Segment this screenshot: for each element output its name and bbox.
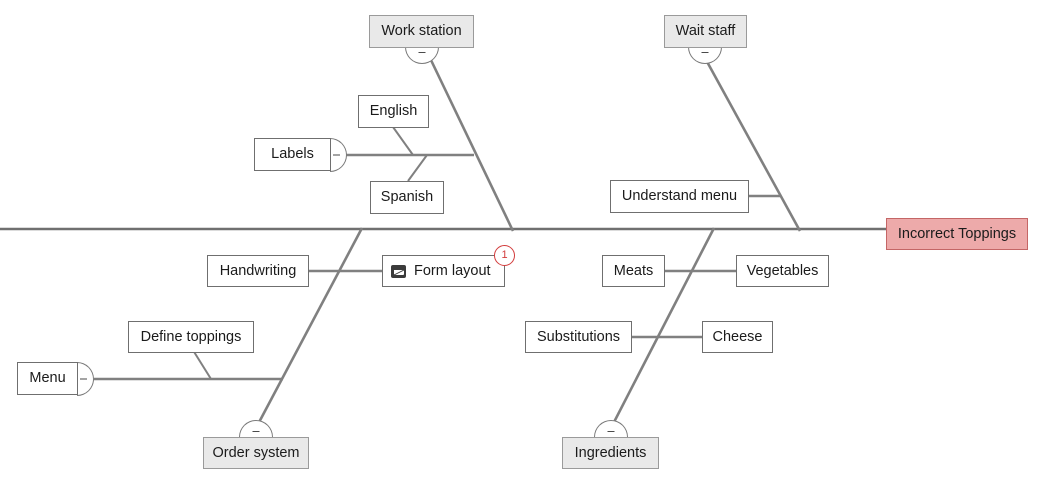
cause-node-menu[interactable]: Menu	[17, 362, 78, 395]
collapse-handle-labels[interactable]	[330, 138, 347, 172]
cause-label-spanish: Spanish	[380, 189, 434, 206]
cause-node-handwriting[interactable]: Handwriting	[207, 255, 309, 287]
category-label-work-station: Work station	[381, 23, 462, 40]
twig-english	[392, 126, 414, 156]
cause-node-define-toppings[interactable]: Define toppings	[128, 321, 254, 353]
cause-node-labels[interactable]: Labels	[254, 138, 331, 171]
cause-node-substitutions[interactable]: Substitutions	[525, 321, 632, 353]
cause-node-form-layout[interactable]: Form layout	[382, 255, 505, 287]
collapse-handle-menu[interactable]	[77, 362, 94, 396]
cause-label-labels: Labels	[271, 146, 314, 163]
minus-icon	[80, 378, 87, 380]
category-label-ingredients: Ingredients	[574, 444, 647, 461]
cause-node-spanish[interactable]: Spanish	[370, 181, 444, 214]
cause-label-meats: Meats	[613, 262, 654, 279]
comment-count-badge[interactable]: 1	[494, 245, 515, 266]
category-label-wait-staff: Wait staff	[675, 23, 736, 40]
cause-label-substitutions: Substitutions	[536, 328, 621, 345]
minus-icon	[607, 431, 615, 432]
cause-label-handwriting: Handwriting	[219, 262, 297, 279]
minus-icon	[333, 154, 340, 156]
category-node-work-station[interactable]: Work station	[369, 15, 474, 48]
effect-node-incorrect-toppings[interactable]: Incorrect Toppings	[886, 218, 1028, 250]
category-label-order-system: Order system	[212, 444, 300, 461]
collapse-handle-order-system[interactable]	[239, 420, 273, 437]
twig-spanish	[407, 154, 428, 182]
cause-label-menu: Menu	[29, 370, 66, 387]
cause-label-vegetables: Vegetables	[746, 262, 819, 279]
cause-node-vegetables[interactable]: Vegetables	[736, 255, 829, 287]
collapse-handle-ingredients[interactable]	[594, 420, 628, 437]
cause-node-english[interactable]: English	[358, 95, 429, 128]
category-node-wait-staff[interactable]: Wait staff	[664, 15, 747, 48]
category-node-ingredients[interactable]: Ingredients	[562, 437, 659, 469]
cause-node-understand-menu[interactable]: Understand menu	[610, 180, 749, 213]
note-icon	[391, 264, 406, 278]
effect-label: Incorrect Toppings	[897, 225, 1017, 242]
cause-node-cheese[interactable]: Cheese	[702, 321, 773, 353]
collapse-handle-wait-staff[interactable]	[688, 47, 722, 64]
cause-node-meats[interactable]: Meats	[602, 255, 665, 287]
cause-label-define-toppings: Define toppings	[140, 328, 242, 345]
cause-label-understand-menu: Understand menu	[621, 188, 738, 205]
minus-icon	[418, 52, 426, 53]
collapse-handle-work-station[interactable]	[405, 47, 439, 64]
minus-icon	[701, 52, 709, 53]
category-node-order-system[interactable]: Order system	[203, 437, 309, 469]
comment-count-badge-value: 1	[501, 249, 508, 261]
cause-label-form-layout: Form layout	[414, 262, 491, 279]
cause-label-cheese: Cheese	[712, 328, 763, 345]
cause-label-english: English	[369, 103, 418, 120]
minus-icon	[252, 431, 260, 432]
